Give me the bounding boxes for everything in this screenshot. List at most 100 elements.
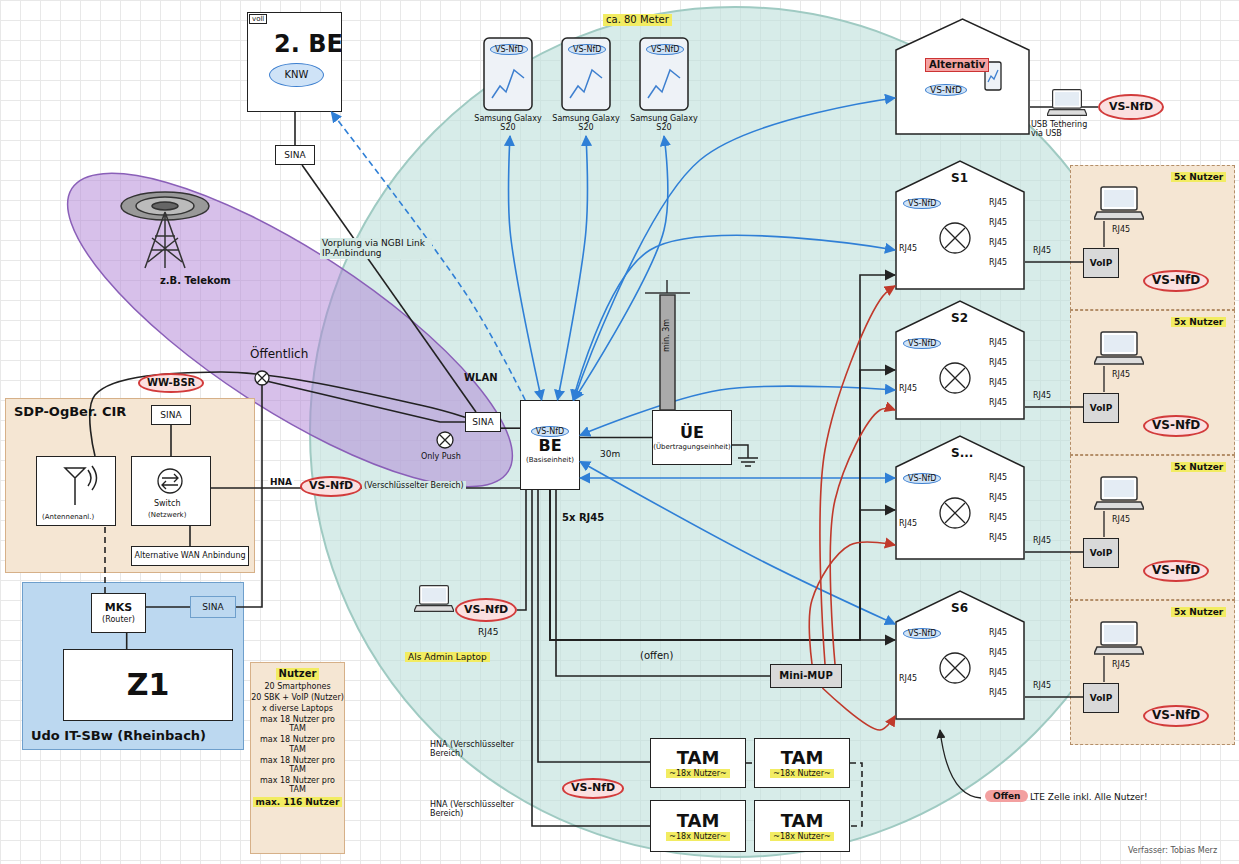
node-text: RJ45 [989,238,1007,247]
node-text: (Antennenanl.) [42,513,94,521]
classification-oval: VS-NfD [455,598,517,622]
phone-outline [640,38,688,110]
node-text: 5x Nutzer [1171,607,1226,617]
connector [580,461,895,624]
drawing-part [1103,511,1104,537]
connector [573,235,895,400]
connector [822,688,895,730]
connector [1025,696,1083,698]
node-text: VS-NfD [903,198,941,209]
phone-chart [648,70,680,98]
node-text: SINA [284,150,305,160]
node-text: RJ45 [989,398,1007,407]
node-text: (Übertragungseinheit) [653,443,731,451]
tam-box: TAM~18x Nutzer~ [650,738,746,788]
node-text: BE [538,437,561,455]
node-text: VS-NfD [1143,270,1209,292]
voip-box: VoIP [1083,248,1119,278]
drawing-part [257,373,267,383]
node-text: RJ45 [989,533,1007,542]
text-label: VS-NfD [562,778,624,799]
classification-oval: VS-NfD [1098,94,1164,120]
ground-symbol [732,445,758,466]
node-text: VS-NfD [903,473,941,484]
node-text: 20 Smartphones [264,682,330,691]
node-text: TAM [677,811,720,832]
connector [820,286,895,664]
drawing-part [945,228,965,248]
node-text: z.B. Telekom [160,275,231,287]
connector [126,633,128,649]
house: S2VS-NfDRJ45RJ45RJ45RJ45RJ45 [895,300,1025,420]
node-text: Samsung Galaxy S20 [548,114,624,132]
drawing-part [158,469,182,493]
note-arrow [940,730,981,798]
node-text: x diverse Laptops [262,704,333,713]
node-text: VoIP [1090,548,1113,558]
connector [580,386,895,435]
unit-box: 2. BEKNW [247,12,342,112]
connector [517,490,526,610]
node-text: RJ45 [989,218,1007,227]
node-text: Samsung Galaxy S20 [470,114,546,132]
user-section: 5x NutzerVS-NfDVoIP [1070,600,1235,745]
text-label: RJ45 [1112,370,1130,379]
wan-box: Alternative WAN Anbindung [131,546,249,566]
node-text: RJ45 [989,198,1007,207]
node-text: Z1 [127,668,170,703]
node-text: RJ45 [899,384,917,393]
house: AlternativVS-NfD [895,18,1030,135]
router-box: MKS(Router) [91,593,146,633]
edge-label: 30m [600,449,620,459]
node-text: ~18x Nutzer~ [666,832,729,841]
node-text: Nutzer [276,668,320,680]
connector [550,490,895,640]
node-text: SINA [202,602,223,612]
drawing-part [1047,90,1087,116]
drawing-part [945,368,965,388]
transmission-unit-box: ÜE(Übertragungseinheit) [652,410,732,465]
drawing-part [255,371,269,385]
drawing-part [1103,221,1104,247]
node-text: ~18x Nutzer~ [666,769,729,778]
node-text: S2 [951,312,968,326]
text-label: RJ45 [1112,225,1130,234]
connector [550,275,895,640]
node-text: (Basiseinheit) [526,456,574,464]
node-text: TAM [677,748,720,769]
node-text: RJ45 [989,648,1007,657]
node-text: VS-NfD [531,426,569,437]
node-text: Öffentlich [250,348,308,362]
connector [550,370,895,640]
crypto-box: SINA [465,412,501,432]
node-text: RJ45 [989,378,1007,387]
connector [509,136,542,400]
node-text: RJ45 [899,244,917,253]
node-text: VS-NfD [903,338,941,349]
node-text: Mini-MUP [779,670,832,682]
node-text: VS-NfD [568,44,606,55]
house-outline [896,436,1024,559]
voip-box: VoIP [1083,393,1119,423]
laptop-icon [414,90,1144,654]
crypto-box: SINA [190,596,236,618]
node-text: (Netzwerk) [148,511,186,519]
node-text: RJ45 [989,473,1007,482]
node-text: RJ45 [989,258,1007,267]
smartphone: VS-NfDSamsung Galaxy S20 [626,38,702,136]
edge-label: RJ45 [478,627,498,637]
node-text: max 18 Nutzer pro TAM [251,715,344,733]
user-note: Nutzer20 Smartphones20 SBK + VoIP (Nutze… [250,662,345,854]
node-text: Alternative WAN Anbindung [134,551,245,560]
connector [574,98,895,400]
node-text: VS-NfD [464,604,508,617]
drawing-part [1094,187,1144,219]
node-text: KNW [285,69,309,81]
text-label: Offen [985,790,1028,802]
voip-box: VoIP [1083,538,1119,568]
tam-box: TAM~18x Nutzer~ [754,738,850,788]
drawing-part [1103,656,1104,682]
drawing-part [945,503,965,523]
node-text: max 18 Nutzer pro TAM [251,756,344,774]
phone-chart [492,70,524,98]
